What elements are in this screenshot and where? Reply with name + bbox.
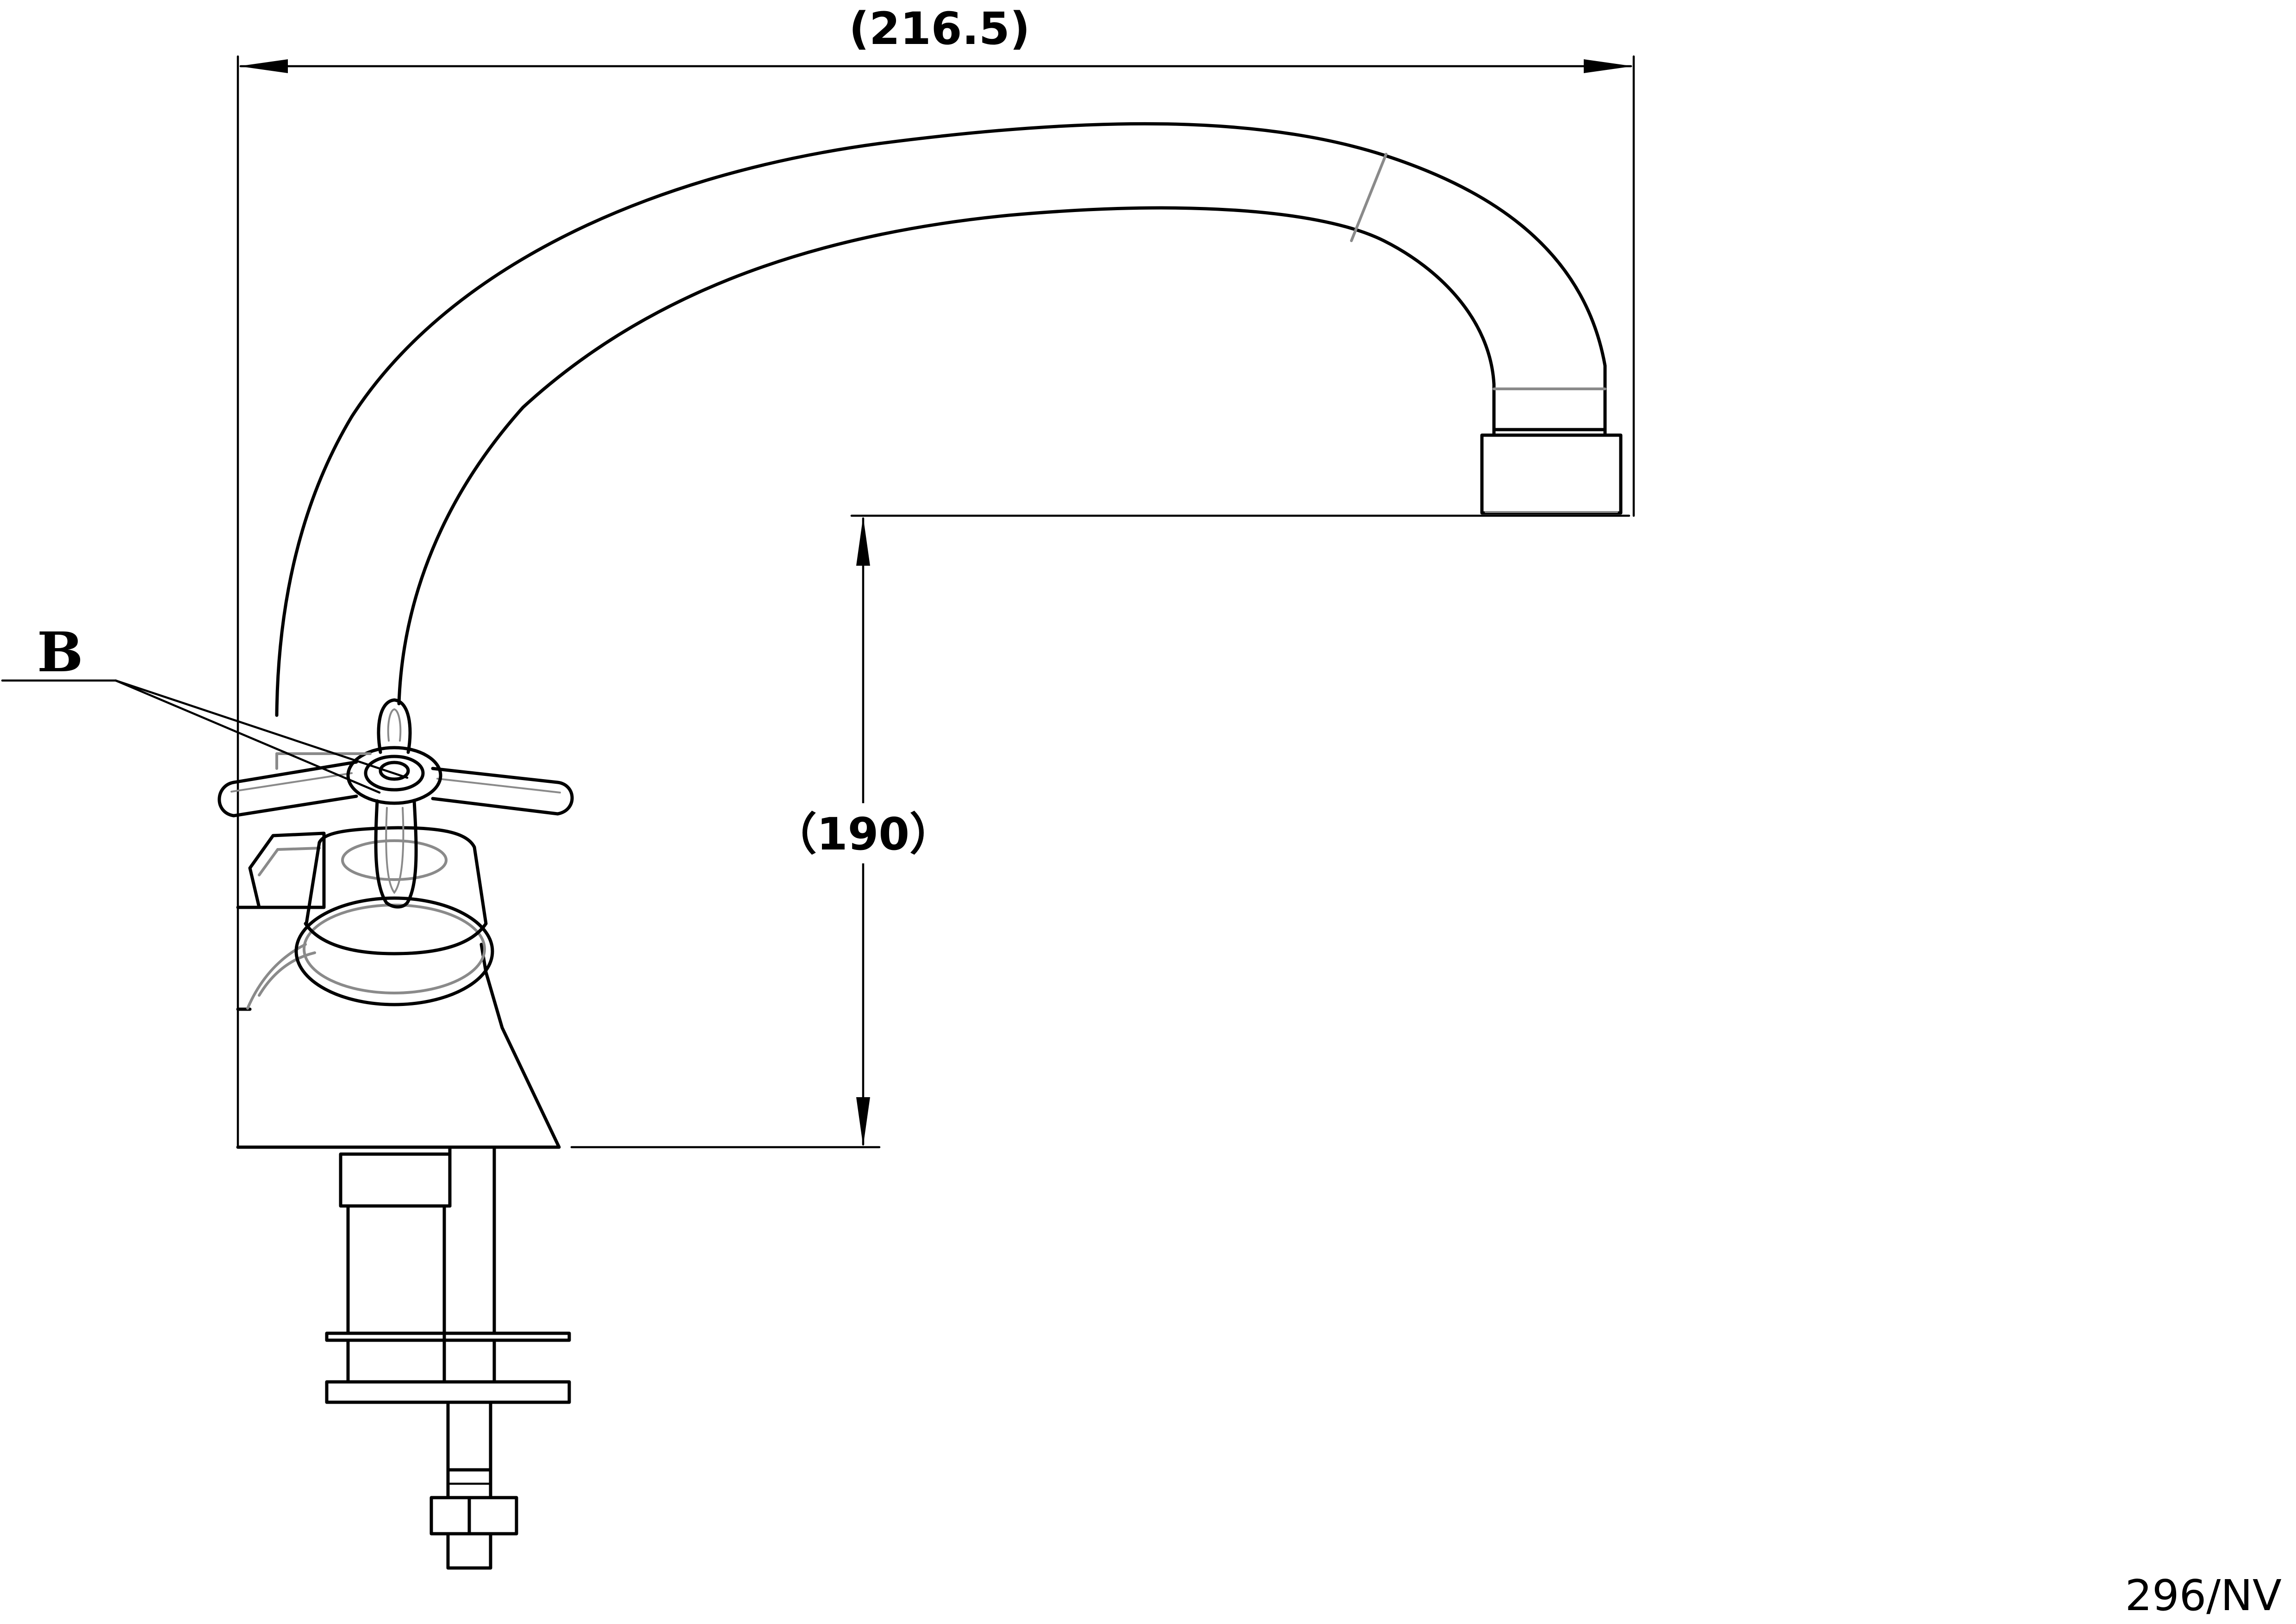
spout-seam-line — [1350, 153, 1388, 242]
arrowhead-right — [1584, 59, 1633, 73]
arrowhead-top — [856, 517, 870, 566]
handle-arm-top — [377, 698, 412, 754]
valve-block — [248, 831, 326, 909]
tail-end — [446, 1532, 492, 1570]
backnut-plate — [325, 1380, 571, 1404]
height-label-mask — [782, 803, 944, 863]
tap-body — [236, 826, 561, 1149]
bonnet-cone — [317, 826, 488, 925]
callout-leader-line-2 — [114, 679, 409, 779]
arrowhead-left — [239, 59, 288, 73]
handle-arm-bottom — [374, 799, 418, 909]
width-dimension-label: (216.5) — [849, 3, 1030, 55]
spout — [275, 122, 1623, 717]
cross-handle[interactable] — [218, 698, 574, 909]
hex-nut — [429, 1496, 518, 1536]
callout-b: B — [1, 620, 409, 794]
washer — [325, 1331, 571, 1342]
callout-label: B — [37, 620, 83, 684]
body-outline — [236, 943, 561, 1149]
aerator-nozzle — [1480, 433, 1623, 515]
drawing-code: 296/NV — [2125, 1571, 2282, 1620]
spout-outer-contour — [275, 122, 1607, 717]
handle-arm-top-detail — [387, 708, 402, 742]
handle-arm-left-detail — [230, 772, 353, 793]
handle-arm-left — [218, 760, 358, 818]
callout-leader-line — [114, 679, 381, 794]
handle-arm-right — [431, 767, 574, 816]
valve-block-detail — [258, 847, 321, 876]
handle-hub-inner — [364, 755, 425, 792]
spout-inner-contour — [397, 206, 1496, 706]
bonnet-cone-left — [305, 841, 321, 925]
indicator-cap — [379, 761, 410, 781]
bonnet-ring-inner — [303, 904, 486, 994]
handle-arm-right-detail — [436, 778, 561, 793]
arrowhead-bottom — [856, 1097, 870, 1146]
body-left-edge — [236, 906, 298, 1011]
height-dimension: （190） — [570, 514, 1630, 1149]
bonnet-ring-outer — [294, 896, 494, 1006]
shank-collar — [339, 1152, 452, 1208]
height-dimension-label: （190） — [772, 808, 954, 860]
handle-arm-bottom-detail — [385, 807, 404, 894]
width-dimension: (216.5) — [236, 3, 1635, 1149]
spindle-neck — [341, 839, 448, 881]
bonnet-ring-top — [304, 922, 488, 956]
handle-hub — [346, 746, 442, 805]
mounting-shank — [325, 1145, 571, 1570]
